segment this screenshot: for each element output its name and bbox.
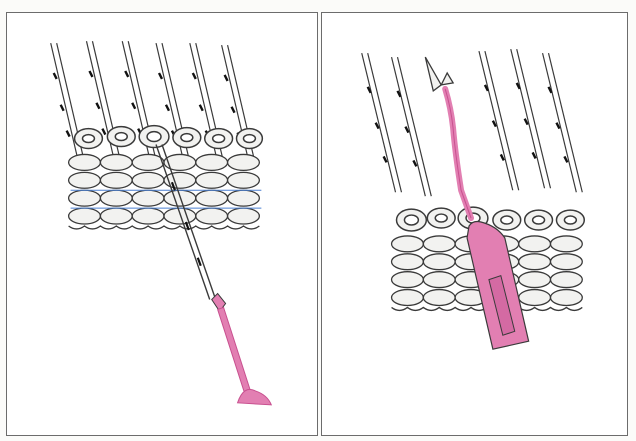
right-yarn-strands: [362, 49, 583, 196]
left-knit-fabric: [69, 154, 262, 229]
panel-left: [6, 12, 318, 436]
right-illustration: [322, 13, 627, 435]
panel-right: [321, 12, 628, 436]
latch-hook-icon: [425, 57, 471, 218]
left-illustration: [7, 13, 317, 435]
crochet-tool-icon: [212, 294, 272, 405]
